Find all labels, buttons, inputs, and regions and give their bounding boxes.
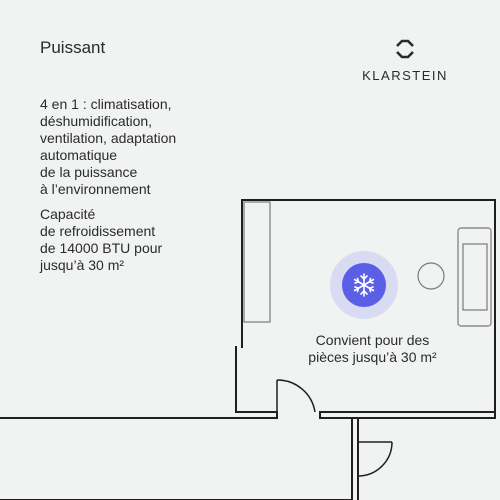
brand-name: KLARSTEIN: [362, 68, 448, 83]
room-wall: [235, 346, 243, 413]
capacity-line: de refroidissement: [40, 223, 156, 239]
room-size-line: Convient pour des: [315, 332, 430, 348]
features-line: ventilation, adaptation: [40, 130, 177, 146]
room-size-label: Convient pour des pièces jusqu’à 30 m²: [285, 332, 460, 366]
features-line: déshumidification,: [40, 113, 153, 129]
page-title: Puissant: [40, 38, 106, 57]
features-line: à l’environnement: [40, 181, 151, 197]
room-size-line: pièces jusqu’à 30 m²: [308, 349, 437, 365]
door-arc: [276, 379, 316, 413]
sofa: [457, 227, 492, 327]
door-arc: [357, 441, 393, 477]
cabinet: [243, 201, 271, 323]
features-line: automatique: [40, 147, 118, 163]
capacity-text: Capacité de refroidissement de 14000 BTU…: [40, 206, 162, 274]
features-line: de la puissance: [40, 164, 138, 180]
capacity-line: Capacité: [40, 206, 96, 222]
features-text: 4 en 1 : climatisation, déshumidificatio…: [40, 96, 176, 198]
snowflake-icon: [353, 273, 375, 297]
brand: KLARSTEIN: [350, 38, 460, 83]
capacity-line: de 14000 BTU pour: [40, 240, 163, 256]
features-line: 4 en 1 : climatisation,: [40, 96, 172, 112]
round-table: [417, 262, 445, 290]
capacity-line: jusqu’à 30 m²: [40, 257, 125, 273]
klarstein-logo-icon: [396, 39, 414, 59]
sofa-cushion: [462, 243, 488, 311]
